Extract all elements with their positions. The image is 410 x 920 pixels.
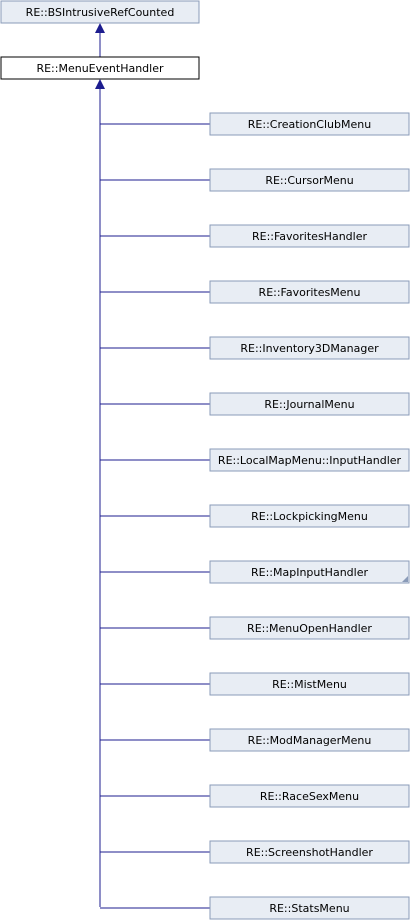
derived-class-node-mistmenu[interactable]: RE::MistMenu [209, 672, 410, 696]
derived-class-box [209, 560, 410, 584]
derived-class-box [209, 224, 410, 248]
derived-class-label: RE::ScreenshotHandler [246, 846, 373, 859]
derived-class-node-mapinputhandler[interactable]: RE::MapInputHandler [209, 560, 410, 584]
derived-class-label: RE::CursorMenu [265, 174, 353, 187]
base-class-node[interactable]: RE::BSIntrusiveRefCounted [0, 0, 200, 24]
derived-class-box [209, 896, 410, 920]
derived-class-node-journalmenu[interactable]: RE::JournalMenu [209, 392, 410, 416]
derived-class-label: RE::JournalMenu [264, 398, 354, 411]
derived-class-label: RE::FavoritesHandler [252, 230, 367, 243]
derived-class-label: RE::CreationClubMenu [248, 118, 371, 131]
derived-class-box [209, 336, 410, 360]
derived-class-label: RE::MistMenu [272, 678, 347, 691]
current-class-label: RE::MenuEventHandler [36, 62, 164, 75]
derived-class-node-favoritesmenu[interactable]: RE::FavoritesMenu [209, 280, 410, 304]
derived-class-box [209, 672, 410, 696]
derived-class-box [209, 448, 410, 472]
derived-class-box [209, 616, 410, 640]
derived-class-box [209, 504, 410, 528]
derived-class-node-favoriteshandler[interactable]: RE::FavoritesHandler [209, 224, 410, 248]
derived-class-label: RE::StatsMenu [269, 902, 349, 915]
derived-class-node-creationclubmenu[interactable]: RE::CreationClubMenu [209, 112, 410, 136]
derived-class-label: RE::FavoritesMenu [259, 286, 361, 299]
derived-class-label: RE::MenuOpenHandler [247, 622, 372, 635]
derived-class-node-screenshothandler[interactable]: RE::ScreenshotHandler [209, 840, 410, 864]
derived-class-box [209, 728, 410, 752]
derived-class-box [209, 784, 410, 808]
derived-class-label: RE::ModManagerMenu [248, 734, 372, 747]
derived-class-label: RE::Inventory3DManager [240, 342, 379, 355]
derived-class-label: RE::LocalMapMenu::InputHandler [218, 454, 402, 467]
derived-class-node-localmapmenu-inputhandler[interactable]: RE::LocalMapMenu::InputHandler [209, 448, 410, 472]
derived-class-box [209, 392, 410, 416]
truncated-indicator-icon [402, 576, 408, 582]
derived-class-label: RE::LockpickingMenu [251, 510, 368, 523]
derived-class-node-modmanagermenu[interactable]: RE::ModManagerMenu [209, 728, 410, 752]
derived-class-node-racesexmenu[interactable]: RE::RaceSexMenu [209, 784, 410, 808]
derived-class-node-statsmenu[interactable]: RE::StatsMenu [209, 896, 410, 920]
derived-class-label: RE::MapInputHandler [251, 566, 368, 579]
derived-class-label: RE::RaceSexMenu [260, 790, 359, 803]
derived-class-node-inventory3dmanager[interactable]: RE::Inventory3DManager [209, 336, 410, 360]
base-class-label: RE::BSIntrusiveRefCounted [26, 6, 175, 19]
derived-class-node-menuopenhandler[interactable]: RE::MenuOpenHandler [209, 616, 410, 640]
derived-class-box [209, 168, 410, 192]
derived-class-node-lockpickingmenu[interactable]: RE::LockpickingMenu [209, 504, 410, 528]
derived-class-box [209, 112, 410, 136]
current-class-node: RE::MenuEventHandler [0, 56, 200, 80]
derived-class-box [209, 840, 410, 864]
derived-class-box [209, 280, 410, 304]
derived-class-node-cursormenu[interactable]: RE::CursorMenu [209, 168, 410, 192]
